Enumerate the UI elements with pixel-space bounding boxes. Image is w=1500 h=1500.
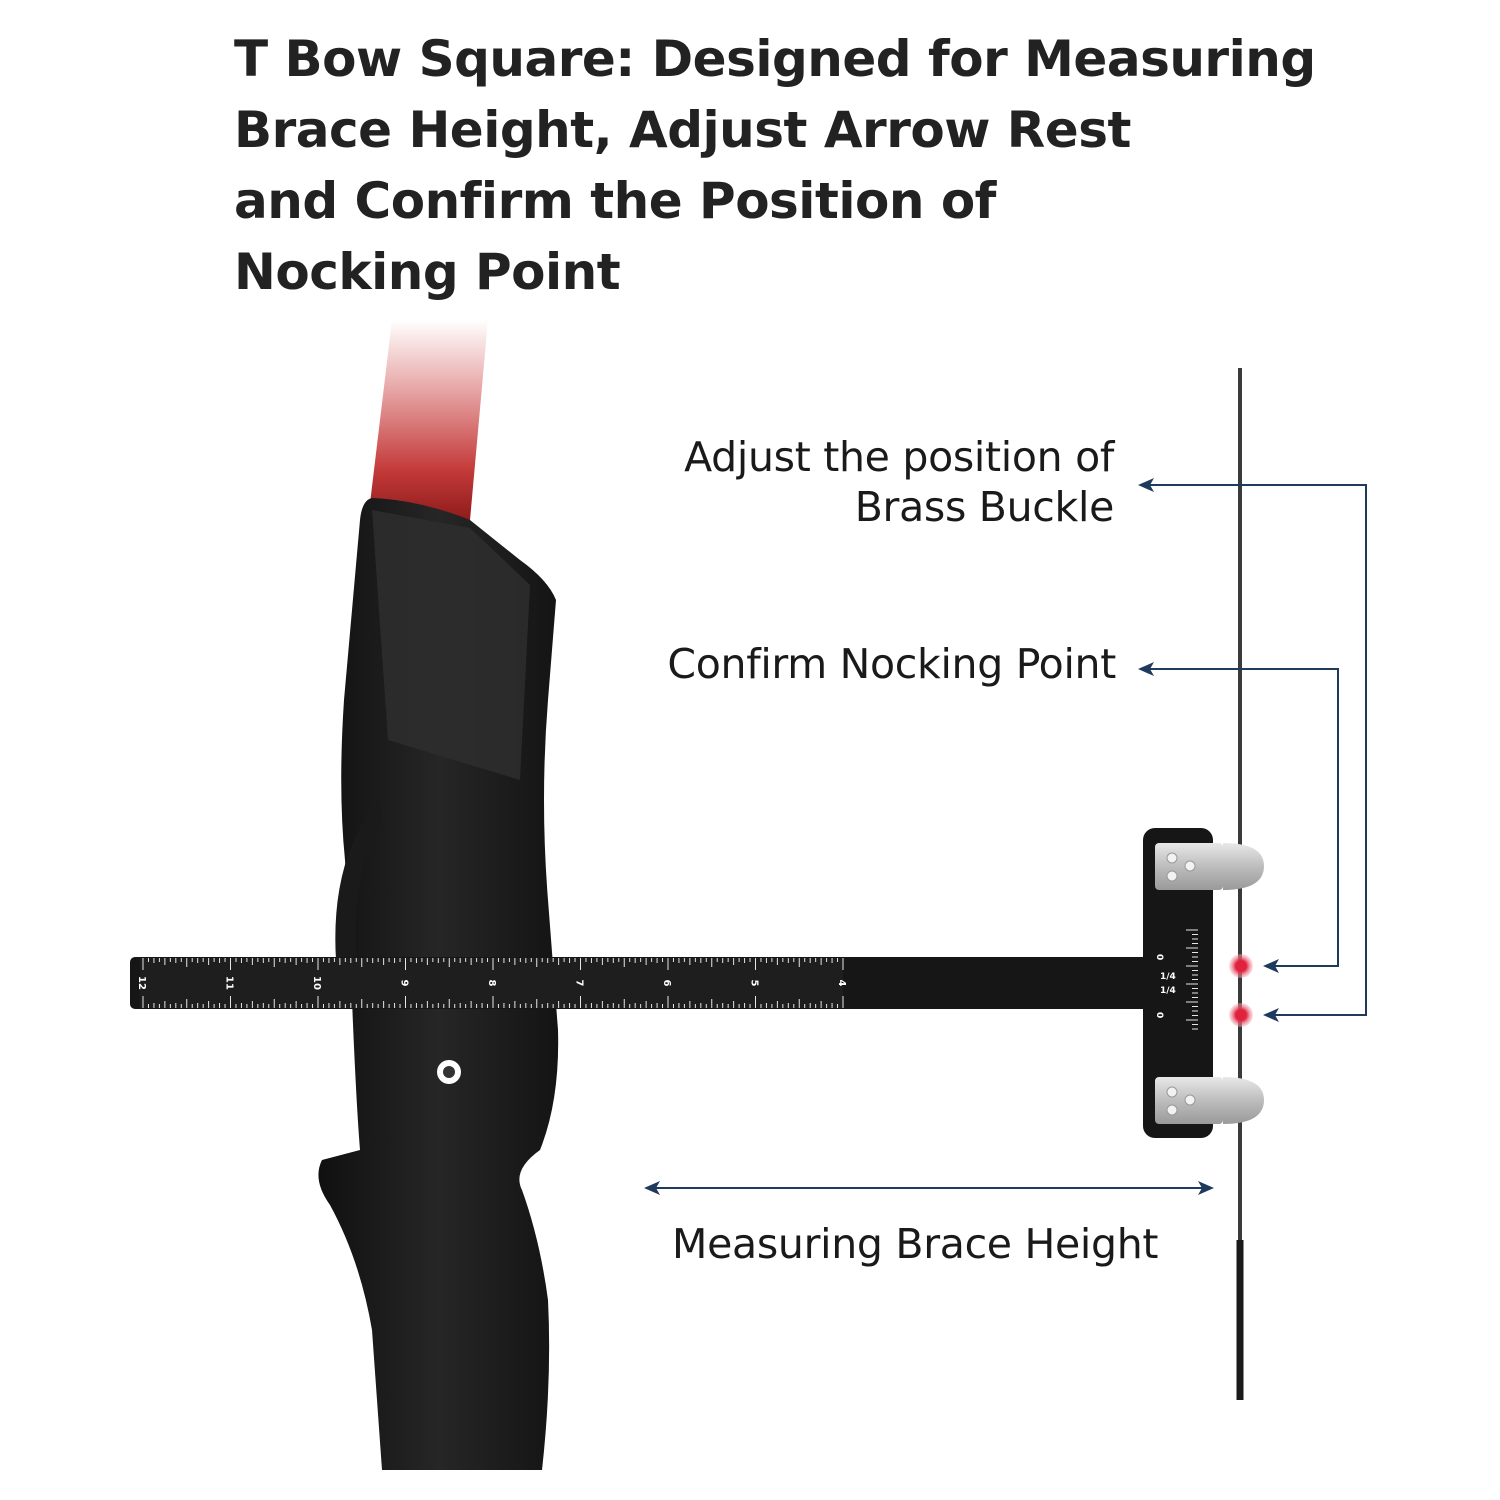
nocking-point-callout: Confirm Nocking Point — [667, 640, 1116, 688]
ruler-inch-label: 11 — [224, 976, 235, 990]
arrowhead-left-icon — [1138, 662, 1154, 676]
headline-line-1: T Bow Square: Designed for Measuring — [234, 30, 1316, 88]
headline-line-2: Brace Height, Adjust Arrow Rest — [234, 101, 1131, 159]
headline-line-3: and Confirm the Position of — [234, 172, 996, 230]
ruler-inch-labels: 12 11 10 9 8 7 6 5 4 — [136, 976, 847, 990]
arrowhead-left-icon — [1263, 1008, 1279, 1022]
brace-height-callout: Measuring Brace Height — [672, 1220, 1159, 1268]
headline-line-4: Nocking Point — [234, 243, 621, 301]
arrowhead-left-icon — [1263, 959, 1279, 973]
brass-buckle-callout-line-1: Adjust the position of — [684, 433, 1114, 481]
top-string-clip — [1155, 843, 1264, 890]
brass-buckle-callout-line-2: Brass Buckle — [854, 483, 1115, 531]
ruler-inch-label: 4 — [836, 980, 847, 987]
ruler-inch-label: 6 — [661, 980, 672, 987]
brass-buckle-callout: Adjust the position of Brass Buckle — [684, 432, 1114, 532]
bottom-string-clip — [1155, 1077, 1264, 1124]
red-dot-marker-icon — [1229, 954, 1253, 978]
arrowhead-left-icon — [644, 1181, 660, 1195]
headline: T Bow Square: Designed for Measuring Bra… — [234, 24, 1354, 308]
ruler-inch-label: 5 — [749, 980, 760, 987]
red-dot-marker-icon — [1229, 1003, 1253, 1027]
nocking-point-leader — [1146, 668, 1339, 967]
ruler-inch-label: 9 — [399, 980, 410, 987]
ruler-inch-label: 10 — [311, 976, 322, 990]
ruler-inch-label: 12 — [136, 976, 147, 990]
brass-buckle-leader — [1146, 484, 1367, 1016]
head-scale-label-quarter-2: 1/4 — [1160, 986, 1176, 996]
ruler-ticks — [142, 958, 844, 1008]
t-square-head — [1143, 828, 1213, 1138]
head-scale-label-bottom-zero: 0 — [1154, 1012, 1164, 1018]
head-scale-ticks — [1186, 929, 1198, 1030]
riser-facet — [372, 510, 530, 780]
ruler-inch-label: 8 — [486, 980, 497, 987]
arrowhead-left-icon — [1138, 478, 1154, 492]
bow-limb — [368, 320, 488, 520]
arrowhead-right-icon — [1198, 1181, 1214, 1195]
head-scale-label-quarter-1: 1/4 — [1160, 972, 1176, 982]
head-scale-label-top-zero: 0 — [1154, 954, 1164, 960]
ruler-inch-label: 7 — [574, 980, 585, 987]
arrow-rest-dial — [335, 800, 382, 960]
